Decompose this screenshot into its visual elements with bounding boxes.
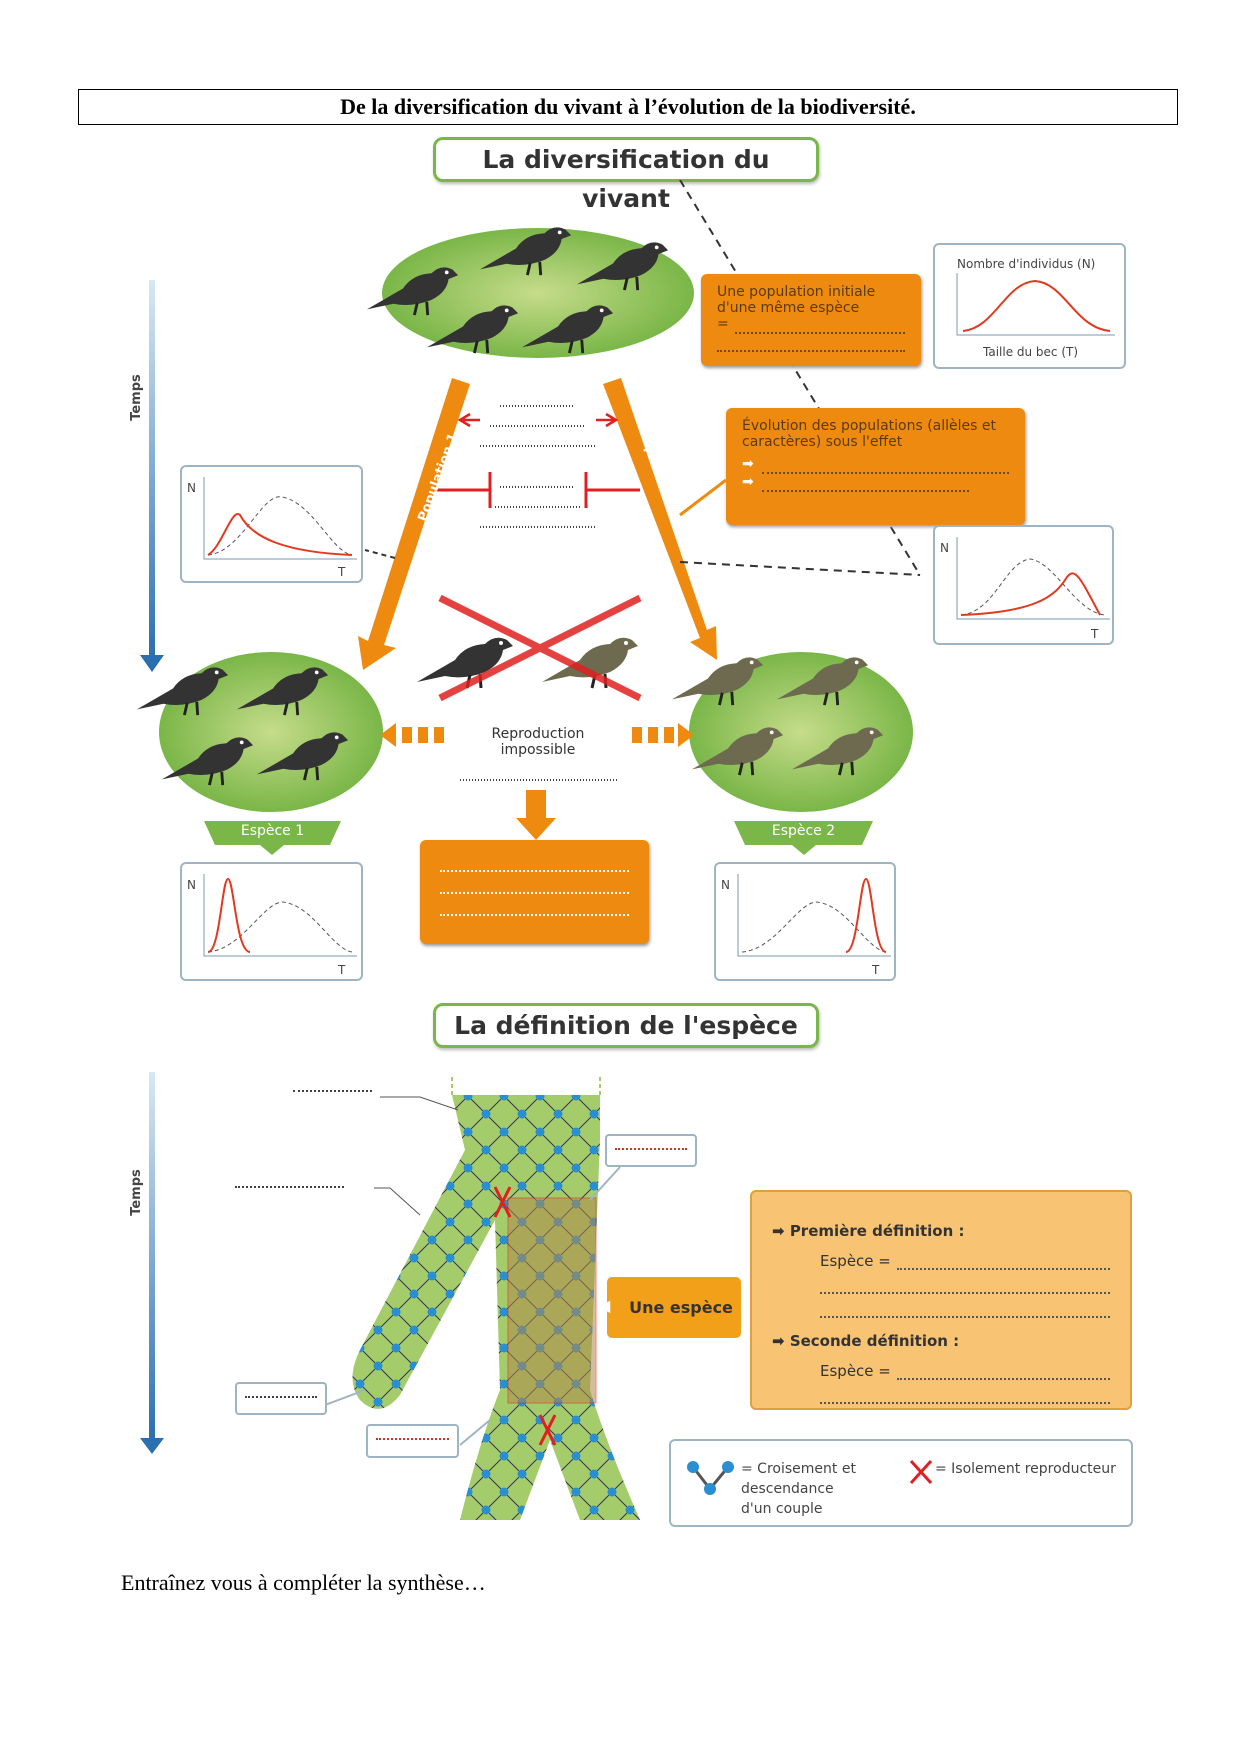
- axis-t: T: [1091, 627, 1099, 641]
- time-label: Temps: [128, 374, 144, 421]
- time-arrow-2: [149, 1072, 155, 1442]
- equals-sign: =: [717, 316, 729, 332]
- axis-t: T: [338, 963, 346, 977]
- blank-label-1: [293, 1090, 372, 1092]
- initial-population-text: Une population initiale d'une même espèc…: [717, 284, 876, 316]
- species-tree-diagram: [140, 1072, 640, 1520]
- graph-xlabel: Taille du bec (T): [983, 345, 1079, 359]
- species1-label: Espèce 1: [240, 823, 305, 839]
- species1-ribbon: [204, 821, 341, 855]
- graph-ylabel: Nombre d'individus (N): [957, 257, 1096, 271]
- graph-species1: N T: [180, 862, 363, 981]
- axis-t: T: [872, 963, 880, 977]
- legend-crossing-text: = Croisement et descendance d'un couple: [741, 1461, 856, 1517]
- population1-arrow: [358, 378, 470, 670]
- section-title-diversification: La diversification du vivant: [433, 137, 819, 213]
- time-arrow: [149, 280, 155, 660]
- second-definition-heading: Seconde définition :: [789, 1332, 960, 1350]
- blank-box-1: [605, 1134, 697, 1167]
- one-species-highlight: [507, 1197, 597, 1404]
- first-definition-heading: Première définition :: [789, 1222, 965, 1240]
- footer-instruction: Entraînez vous à compléter la synthèse…: [121, 1570, 486, 1595]
- time-label-2: Temps: [128, 1169, 144, 1216]
- arrow-icon: ➡: [772, 1222, 785, 1240]
- reproduction-impossible-label: Reproduction impossible: [491, 726, 585, 758]
- blank-box-2: [235, 1382, 327, 1415]
- species2-ribbon: [734, 821, 873, 855]
- page-title: De la diversification du vivant à l’évol…: [78, 89, 1178, 125]
- crossing-icon: [687, 1461, 734, 1495]
- blank-label-2: [235, 1186, 344, 1188]
- axis-n: N: [187, 878, 196, 892]
- population2-arrow: [603, 378, 717, 660]
- one-species-box: Une espèce: [607, 1277, 741, 1338]
- species2-label: Espèce 2: [771, 823, 836, 839]
- graph-initial: Nombre d'individus (N) Taille du bec (T): [933, 243, 1126, 369]
- axis-n: N: [940, 541, 949, 555]
- diversification-diagram: [135, 180, 921, 855]
- graph-population1: N T: [180, 465, 363, 583]
- evolution-box: Évolution des populations (allèles et ca…: [726, 408, 1025, 525]
- espece-label: Espèce =: [820, 1252, 891, 1270]
- evolution-text: Évolution des populations (allèles et ca…: [742, 418, 996, 450]
- definitions-box: ➡ Première définition : Espèce = ➡ Secon…: [750, 1190, 1132, 1410]
- isolation-x-icon: [909, 1459, 933, 1485]
- initial-population-box: Une population initiale d'une même espèc…: [701, 274, 921, 366]
- axis-t: T: [338, 565, 346, 579]
- espece-label: Espèce =: [820, 1362, 891, 1380]
- section-title-definition: La définition de l'espèce: [433, 1003, 819, 1048]
- legend-box: = Croisement et descendance d'un couple …: [669, 1439, 1133, 1527]
- cross-icon: [438, 594, 642, 702]
- graph-population2: N T: [933, 525, 1114, 645]
- graph-species2: N T: [714, 862, 896, 981]
- axis-n: N: [187, 481, 196, 495]
- legend-isolation-text: = Isolement reproducteur: [935, 1461, 1116, 1477]
- blank-box-3: [366, 1424, 459, 1458]
- species2-ellipse: [689, 652, 913, 812]
- arrow-icon: ➡: [772, 1332, 785, 1350]
- axis-n: N: [721, 878, 730, 892]
- result-box: [420, 840, 649, 944]
